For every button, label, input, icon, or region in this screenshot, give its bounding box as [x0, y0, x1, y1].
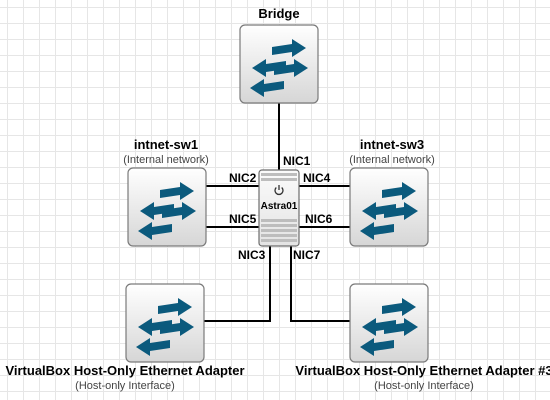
nic6-label: NIC6 — [305, 212, 333, 226]
host-only-1-switch-icon[interactable] — [125, 283, 205, 363]
nic1-label: NIC1 — [283, 154, 311, 168]
intnet-sw1-subtitle: (Internal network) — [123, 154, 209, 166]
host-only-1-title: VirtualBox Host-Only Ethernet Adapter — [5, 363, 244, 378]
host-only-1-subtitle: (Host-only Interface) — [75, 380, 175, 392]
link-hostonly1-nic3 — [202, 246, 271, 322]
host-label: Astra01 — [261, 201, 298, 212]
intnet-sw3-switch-icon[interactable] — [349, 167, 429, 247]
nic7-label: NIC7 — [293, 248, 321, 262]
bridge-title: Bridge — [258, 6, 299, 21]
intnet-sw1-title: intnet-sw1 — [134, 137, 198, 152]
link-hostonly3-nic7 — [290, 246, 350, 322]
host-only-3-title: VirtualBox Host-Only Ethernet Adapter #3 — [295, 363, 550, 378]
nic3-label: NIC3 — [238, 248, 266, 262]
intnet-sw3-subtitle: (Internal network) — [349, 154, 435, 166]
bridge-switch-icon[interactable] — [239, 24, 319, 104]
intnet-sw3-title: intnet-sw3 — [360, 137, 424, 152]
intnet-sw1-switch-icon[interactable] — [127, 167, 207, 247]
astra01-host[interactable]: Astra01 — [258, 169, 300, 247]
host-only-3-subtitle: (Host-only Interface) — [374, 380, 474, 392]
power-icon — [274, 185, 284, 196]
nic4-label: NIC4 — [303, 171, 331, 185]
nic5-label: NIC5 — [229, 212, 257, 226]
host-only-3-switch-icon[interactable] — [349, 283, 429, 363]
nic2-label: NIC2 — [229, 171, 257, 185]
